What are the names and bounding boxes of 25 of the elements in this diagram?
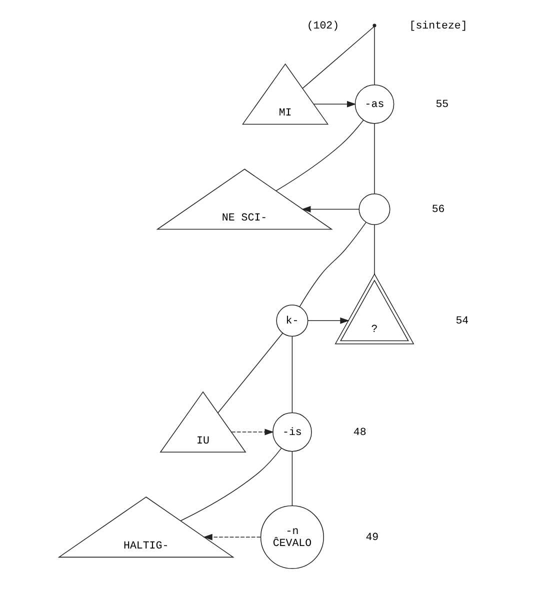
- label: 49: [365, 532, 378, 544]
- connector: [217, 332, 283, 414]
- label: 48: [352, 426, 366, 439]
- label: [sinteze]: [408, 20, 467, 32]
- label: 55: [435, 99, 448, 111]
- connector: [302, 26, 374, 89]
- label: 56: [431, 204, 444, 216]
- arrow: [202, 534, 260, 540]
- connector: [180, 448, 282, 522]
- arrow: [230, 428, 274, 436]
- arrow: [307, 317, 349, 324]
- label: (102): [306, 20, 339, 32]
- connector: [275, 120, 364, 192]
- connector: [291, 450, 292, 506]
- node-circle: -as: [354, 84, 394, 124]
- node-circle: [358, 193, 390, 225]
- connector: [298, 222, 366, 308]
- node-point: [372, 24, 376, 28]
- arrow: [312, 100, 356, 108]
- node-circle: -is: [272, 412, 312, 452]
- connector: [291, 336, 292, 414]
- node-circle: -n ĈEVALO: [260, 505, 324, 569]
- arrow: [300, 206, 359, 212]
- node-circle: k-: [276, 304, 308, 337]
- label: 54: [455, 315, 468, 328]
